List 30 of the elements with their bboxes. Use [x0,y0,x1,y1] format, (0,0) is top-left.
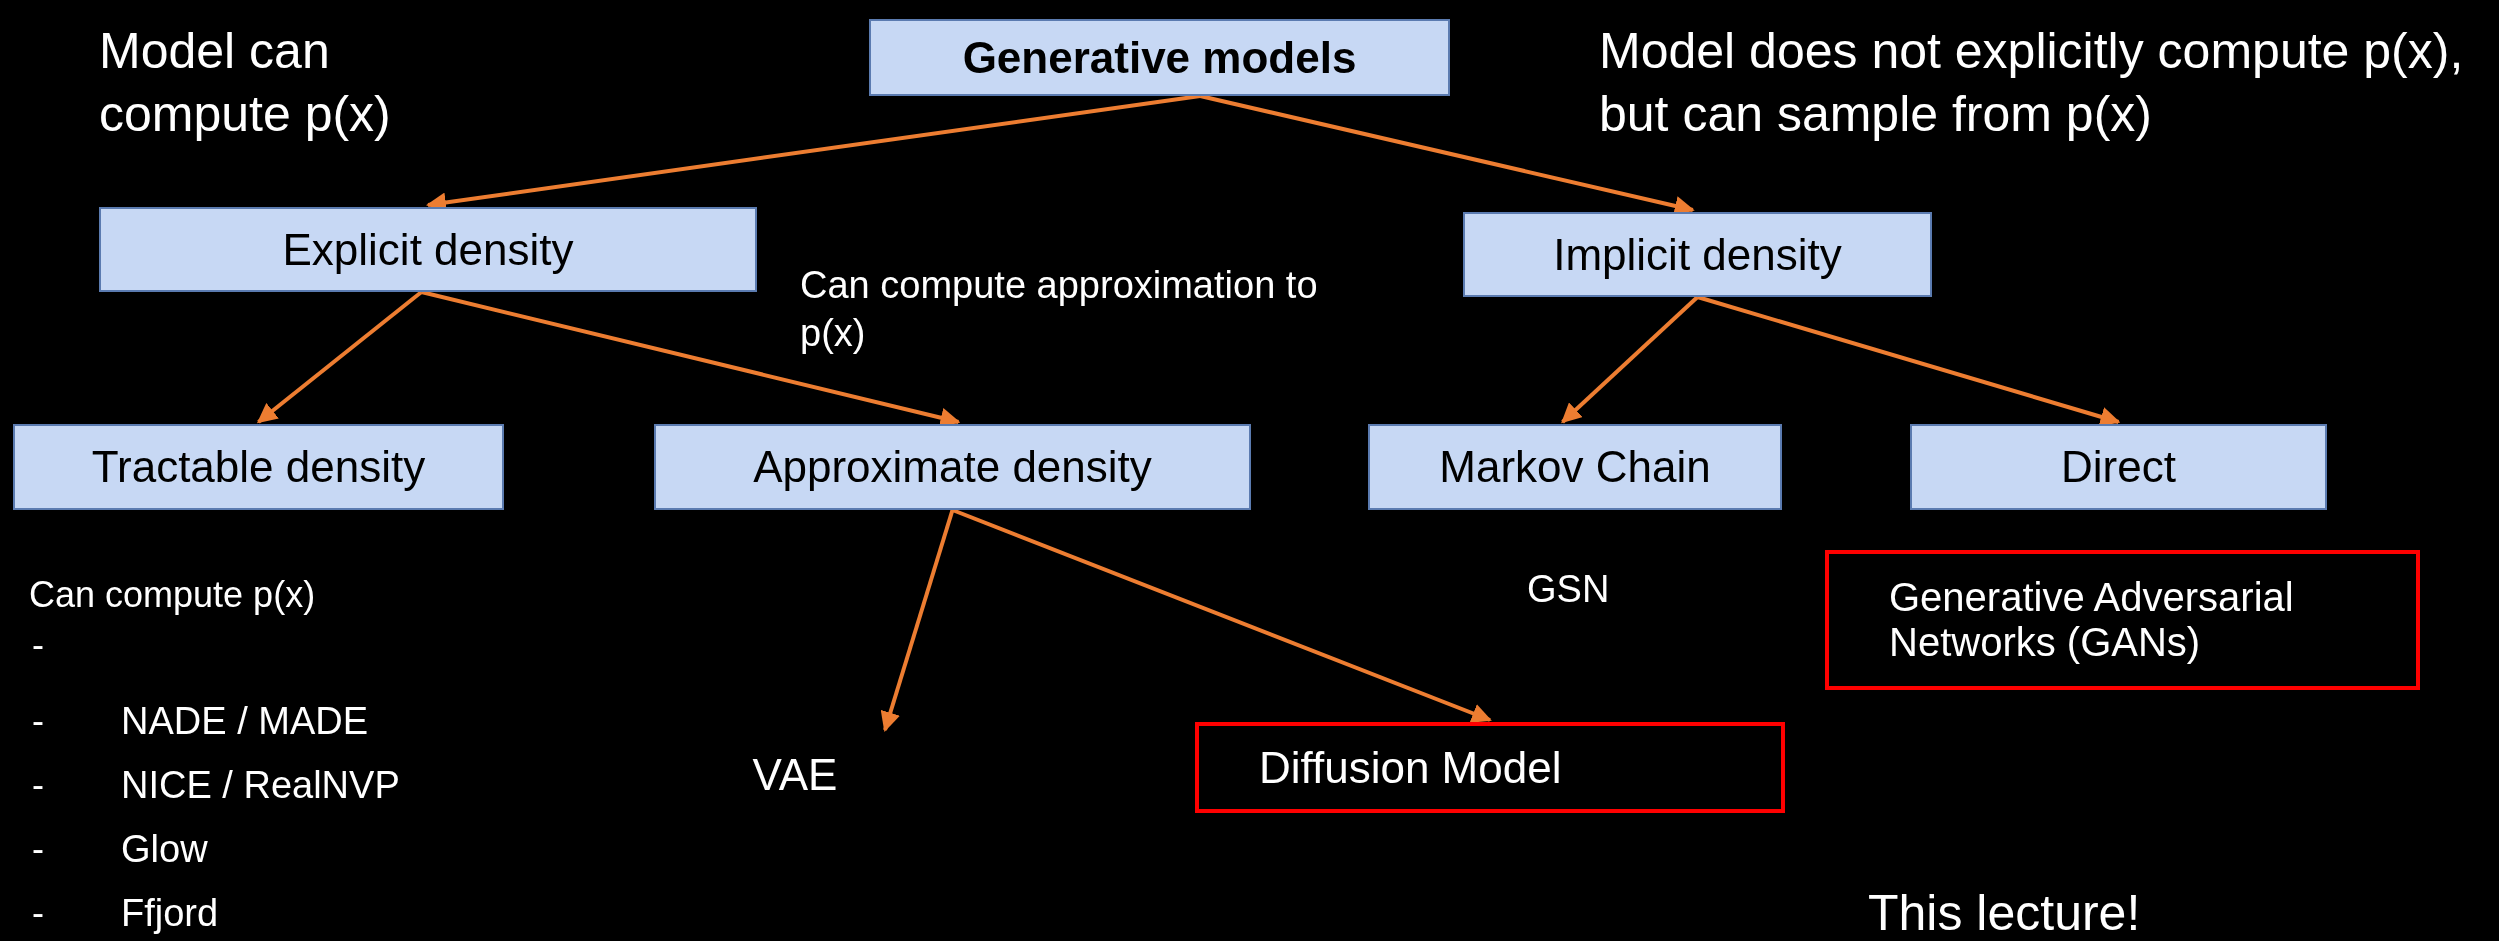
arrow [951,508,1492,723]
bullet-dash: - [32,623,44,667]
list-item: Ffjord [121,891,219,936]
arrow [1561,295,1699,424]
model-name: GSN [1527,567,1610,612]
annotation: Can compute approximation to p(x) [800,263,1319,356]
category-box: Explicit density [99,207,757,292]
annotation: Model does not explicitly compute p(x), but can sample from p(x) [1599,22,2465,144]
model-name: VAE [735,740,855,810]
arrow [1696,295,2121,427]
list-item: NICE / RealNVP [121,763,400,808]
annotation: Model can compute p(x) [99,22,392,144]
arrow [256,290,423,424]
highlighted-box: Generative Adversarial Networks (GANs) [1825,550,2420,690]
list-heading: Can compute p(x) [29,573,316,617]
bullet-dash: - [32,699,44,743]
bullet-dash: - [32,891,44,935]
list-item: NADE / MADE [121,699,369,744]
bullet-dash: - [32,827,44,871]
list-item: Glow [121,827,208,872]
category-box: Implicit density [1463,212,1932,297]
category-box: Direct [1910,424,2327,510]
highlighted-box: Diffusion Model [1195,722,1785,813]
annotation: This lecture! [1868,884,2141,941]
category-box: Approximate density [654,424,1251,510]
category-box: Generative models [869,19,1450,96]
bullet-dash: - [32,763,44,807]
category-box: Tractable density [13,424,504,510]
arrow [880,509,955,732]
category-box: Markov Chain [1368,424,1782,510]
